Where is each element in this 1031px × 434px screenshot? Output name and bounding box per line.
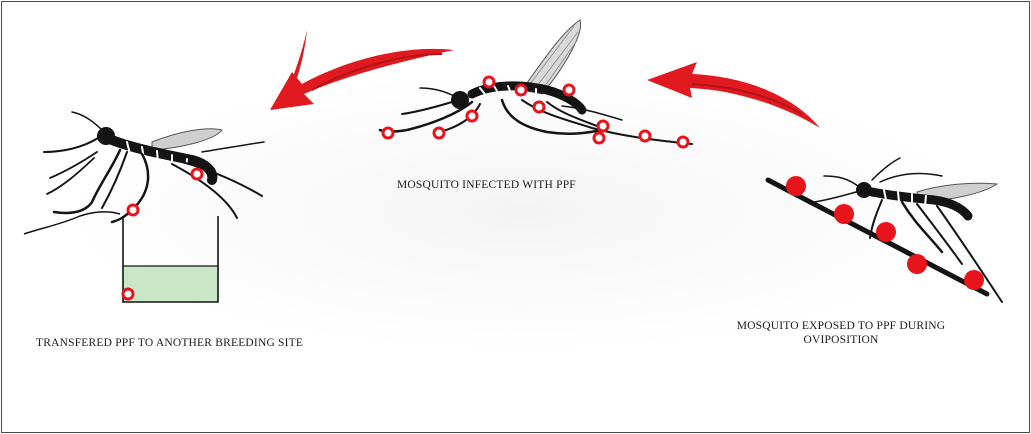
caption-mosquito-infected: MOSQUITO INFECTED WITH PPF <box>397 178 576 192</box>
caption-mosquito-exposed: MOSQUITO EXPOSED TO PPF DURING OVIPOSITI… <box>710 319 972 347</box>
caption-transfered-ppf: TRANSFERED PPF TO ANOTHER BREEDING SITE <box>36 336 303 350</box>
water-fill <box>123 266 218 302</box>
